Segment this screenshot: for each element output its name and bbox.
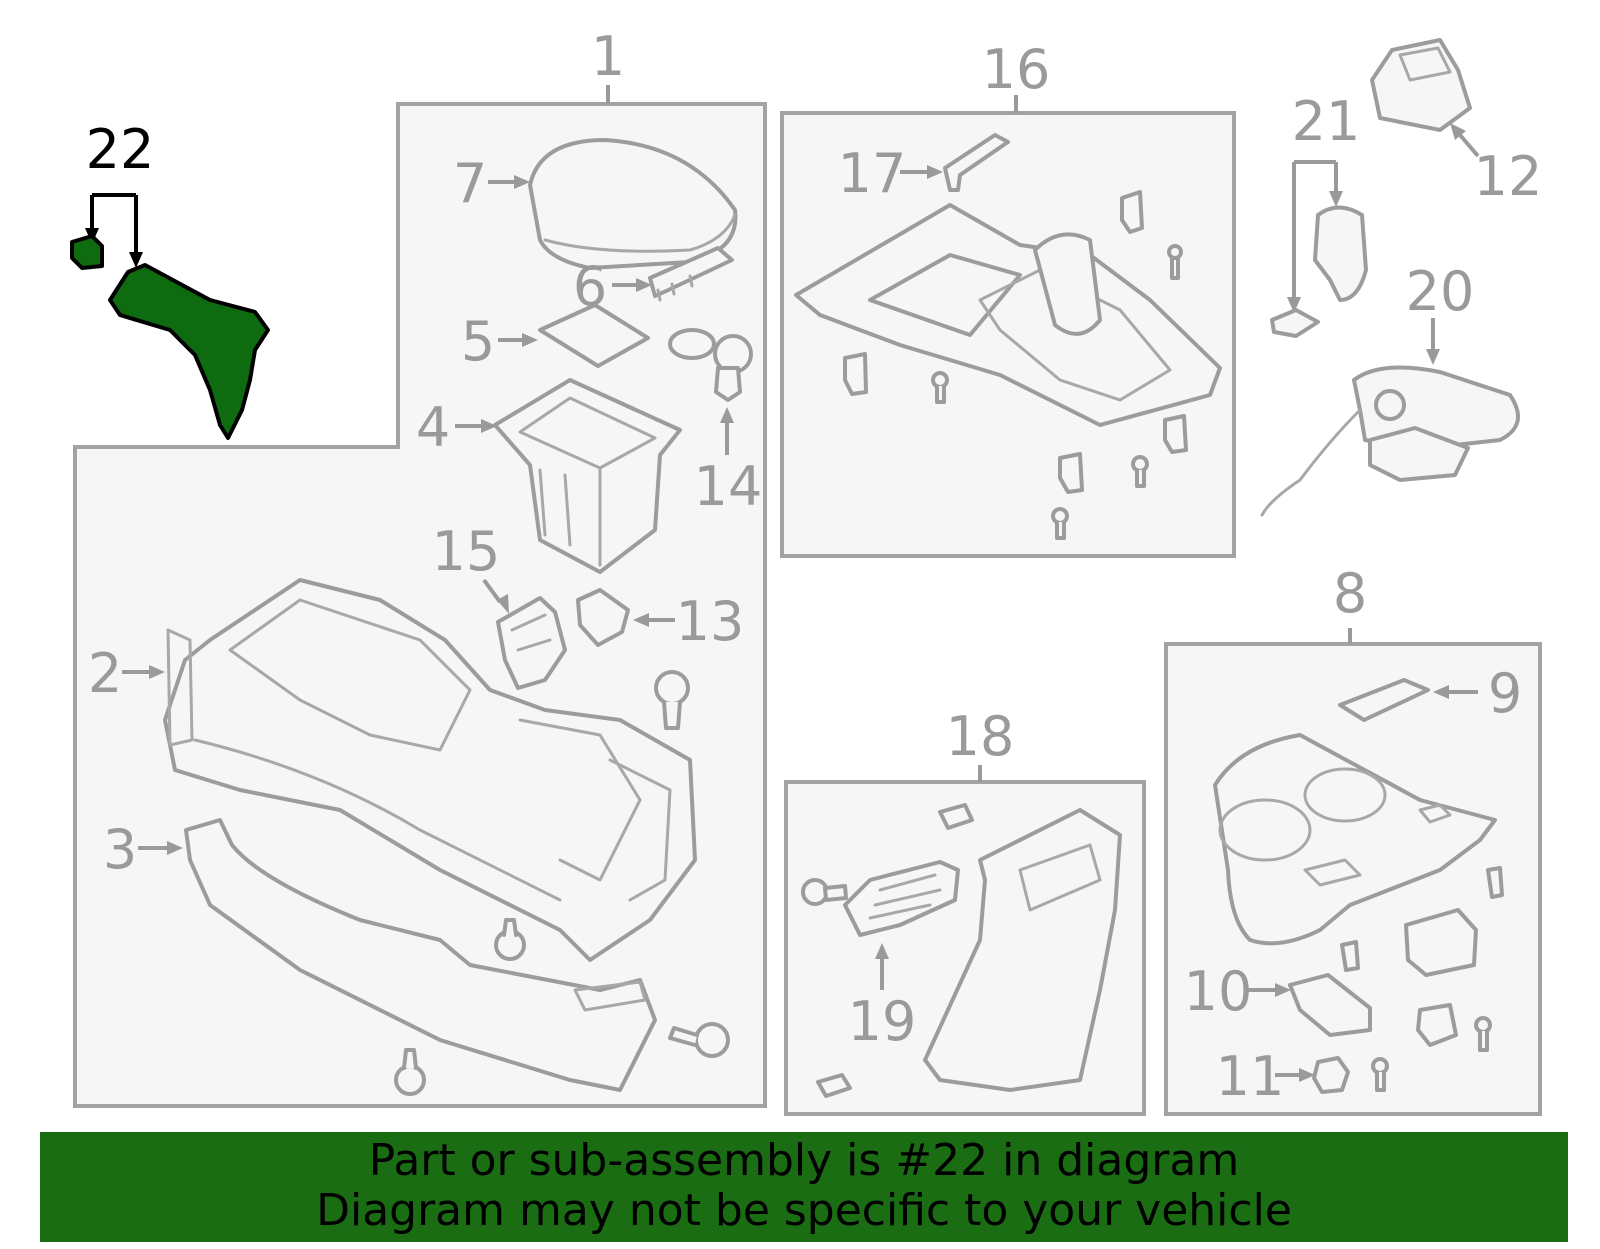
leader-20 <box>1426 318 1440 365</box>
callout-14: 14 <box>694 455 763 518</box>
leader-9 <box>1433 685 1478 699</box>
callout-12: 12 <box>1474 145 1543 208</box>
callout-15: 15 <box>432 520 501 583</box>
part-14-clip <box>668 328 753 402</box>
leader-6 <box>612 278 652 292</box>
part-15-bracket <box>496 596 567 690</box>
part-8-cup-holder <box>1213 733 1497 946</box>
part-6-bracket <box>648 246 734 302</box>
leader-17 <box>900 165 943 179</box>
callout-22: 22 <box>86 118 155 181</box>
part-22-clip-highlighted <box>70 234 104 270</box>
leader-13 <box>633 613 675 627</box>
info-banner: Part or sub-assembly is #22 in diagram D… <box>40 1132 1568 1242</box>
leader-21 <box>1287 160 1343 313</box>
part-10-bracket <box>1288 973 1372 1037</box>
callout-3: 3 <box>103 818 137 881</box>
leader-11 <box>1275 1068 1315 1082</box>
leader-7 <box>488 175 530 189</box>
part-12-switch <box>1370 38 1472 132</box>
part-18-rear-trim <box>923 808 1122 1092</box>
leader-4 <box>455 419 497 433</box>
part-17-clip <box>943 133 1010 192</box>
callout-9: 9 <box>1488 662 1522 725</box>
callout-18: 18 <box>946 705 1015 768</box>
leader-15 <box>482 578 509 614</box>
part-2-console-body <box>163 578 697 962</box>
part-16-shifter-trim <box>794 203 1222 427</box>
callout-1: 1 <box>591 25 625 88</box>
callout-13: 13 <box>676 590 745 653</box>
callout-4: 4 <box>416 396 450 459</box>
fasteners-group-18 <box>801 803 974 1098</box>
part-9-vent <box>1338 678 1430 722</box>
leader-14 <box>720 407 734 455</box>
part-22-cover-highlighted <box>108 263 270 440</box>
part-3-duct <box>184 818 657 1092</box>
leader-19 <box>875 943 889 990</box>
part-11-clip <box>1312 1056 1350 1094</box>
leader-12 <box>1450 123 1480 158</box>
callout-21: 21 <box>1292 90 1361 153</box>
fasteners-group-8 <box>1340 866 1504 1092</box>
part-20-cable <box>1260 365 1520 517</box>
part-21-shift-knob <box>1270 205 1368 338</box>
callout-16: 16 <box>982 38 1051 101</box>
leader-3 <box>138 841 183 855</box>
callout-20: 20 <box>1406 260 1475 323</box>
leader-2 <box>122 665 165 679</box>
callout-17: 17 <box>838 142 907 205</box>
callout-2: 2 <box>88 642 122 705</box>
callout-11: 11 <box>1216 1045 1285 1108</box>
callout-10: 10 <box>1184 960 1253 1023</box>
banner-line-2: Diagram may not be specific to your vehi… <box>316 1185 1292 1236</box>
callout-8: 8 <box>1333 562 1367 625</box>
callout-19: 19 <box>848 990 917 1053</box>
part-5-mat <box>538 303 650 368</box>
callout-7: 7 <box>453 152 487 215</box>
part-7-armrest-lid <box>528 138 738 270</box>
part-4-storage-box <box>493 378 682 574</box>
leader-5 <box>498 333 538 347</box>
leader-10 <box>1248 983 1291 997</box>
banner-line-1: Part or sub-assembly is #22 in diagram <box>368 1135 1240 1186</box>
part-19-vent <box>843 860 960 937</box>
part-13-switch <box>576 588 630 647</box>
fasteners-group-16 <box>843 190 1188 540</box>
fasteners-group-1 <box>394 670 730 1096</box>
callout-5: 5 <box>461 310 495 373</box>
